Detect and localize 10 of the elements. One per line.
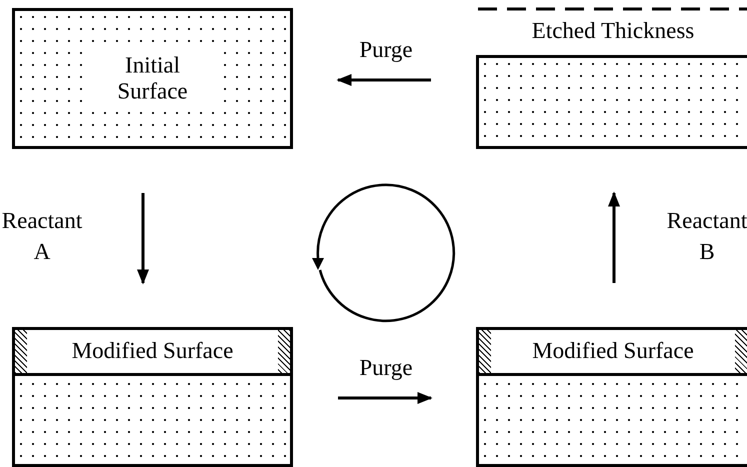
arrow <box>608 192 620 283</box>
layer-label: Modified Surface <box>27 330 278 373</box>
layer-label: Modified Surface <box>491 330 735 373</box>
arrow <box>338 392 432 404</box>
arrow <box>336 74 431 86</box>
surface-block <box>12 327 293 467</box>
surface-block <box>476 327 747 467</box>
surface-block <box>12 8 293 149</box>
heading: Etched Thickness <box>530 18 696 44</box>
arrow <box>137 193 149 284</box>
